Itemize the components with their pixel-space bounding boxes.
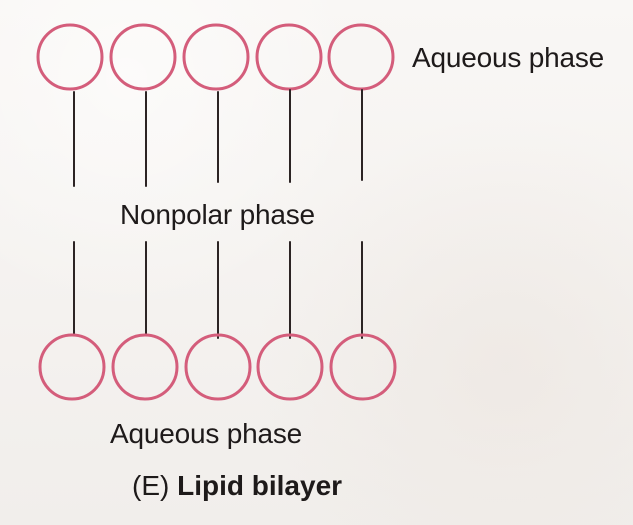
top-lipid-head-2	[109, 23, 177, 91]
bottom-lipid-head-2	[111, 333, 179, 401]
diagram-caption: (E) Lipid bilayer	[132, 472, 342, 500]
caption-prefix: (E)	[132, 470, 178, 501]
caption-title: Lipid bilayer	[177, 470, 343, 501]
bottom-lipid-head-3	[184, 333, 252, 401]
top-lipid-head-4	[255, 23, 323, 91]
bottom-lipid-head-1	[38, 333, 106, 401]
bottom-lipid-head-5	[329, 333, 397, 401]
bottom-lipid-layer	[38, 241, 397, 401]
bottom-lipid-head-4	[256, 333, 324, 401]
bottom-aqueous-phase-label: Aqueous phase	[110, 418, 303, 449]
nonpolar-phase-label: Nonpolar phase	[120, 199, 315, 230]
top-lipid-head-3	[182, 23, 250, 91]
top-aqueous-phase-label: Aqueous phase	[412, 42, 605, 73]
top-lipid-head-1	[36, 23, 104, 91]
top-lipid-layer	[36, 23, 395, 187]
top-lipid-head-5	[327, 23, 395, 91]
